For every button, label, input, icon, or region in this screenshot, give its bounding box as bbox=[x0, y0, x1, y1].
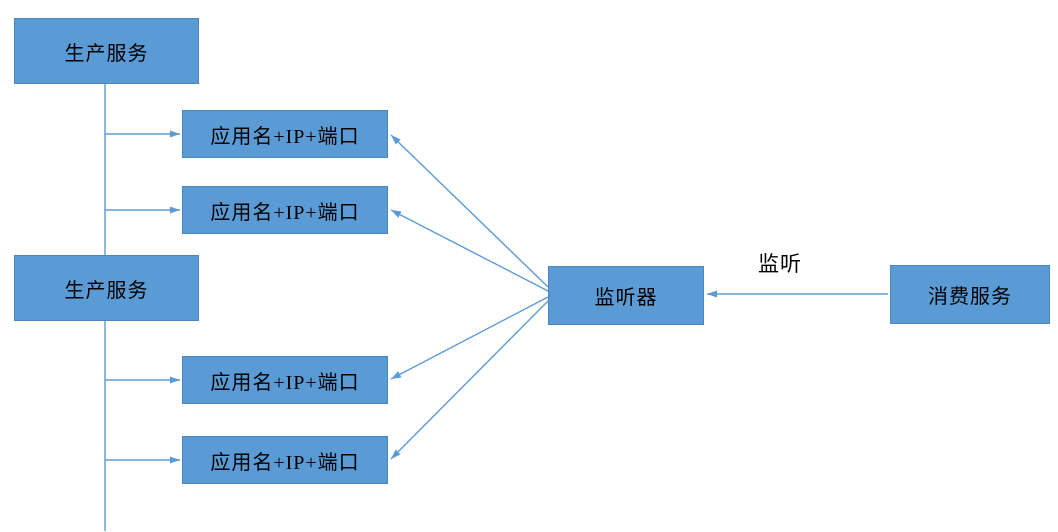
node-producer-service-1: 生产服务 bbox=[14, 18, 199, 84]
node-instance-3-label: 应用名+IP+端口 bbox=[210, 371, 360, 394]
node-instance-2: 应用名+IP+端口 bbox=[182, 186, 388, 234]
node-instance-4: 应用名+IP+端口 bbox=[182, 436, 388, 484]
node-consumer-service-label: 消费服务 bbox=[928, 286, 1012, 308]
node-producer-service-2-label: 生产服务 bbox=[64, 279, 149, 302]
node-instance-2-label: 应用名+IP+端口 bbox=[210, 201, 360, 224]
node-instance-4-label: 应用名+IP+端口 bbox=[210, 451, 360, 474]
edge-label-listen: 监听 bbox=[758, 252, 802, 276]
node-instance-3: 应用名+IP+端口 bbox=[182, 356, 388, 404]
watch-arrow-1 bbox=[390, 134, 549, 288]
node-listener: 监听器 bbox=[548, 266, 704, 325]
watch-arrow-2 bbox=[390, 209, 549, 292]
node-instance-1-label: 应用名+IP+端口 bbox=[210, 125, 360, 148]
node-instance-1: 应用名+IP+端口 bbox=[182, 110, 388, 158]
node-producer-service-2: 生产服务 bbox=[14, 255, 199, 321]
node-producer-service-1-label: 生产服务 bbox=[64, 42, 149, 65]
node-listener-label: 监听器 bbox=[594, 287, 658, 309]
watch-arrow-3 bbox=[390, 296, 549, 380]
watch-arrow-4 bbox=[390, 300, 549, 460]
node-consumer-service: 消费服务 bbox=[890, 265, 1050, 324]
